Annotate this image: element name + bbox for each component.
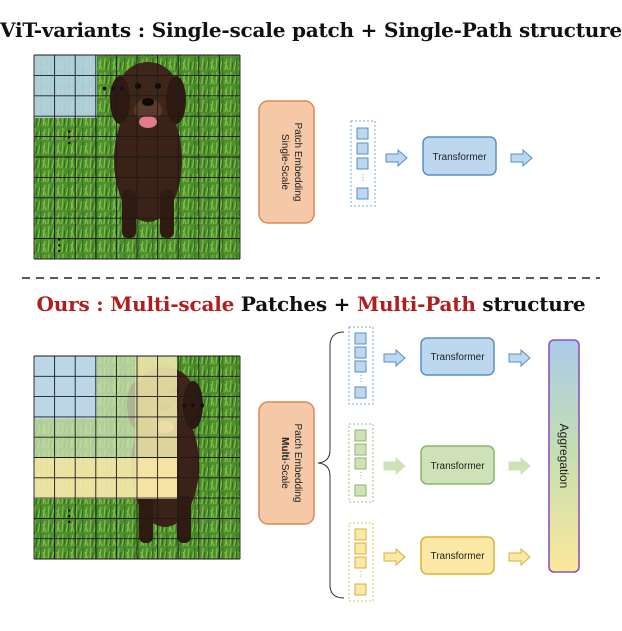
title-patches: Patches + <box>234 292 358 316</box>
embedding-label-1: Multi-Scale <box>279 437 290 489</box>
title-structure: structure <box>475 292 586 316</box>
top-image: • • • • • • • • • <box>33 54 241 260</box>
embedding-bold: Multi <box>279 437 290 461</box>
blue-patch-region <box>34 55 97 118</box>
single-scale-embedding: Single-Scale Patch Embedding <box>258 100 315 224</box>
path-green-tokens: ⋮ <box>348 423 374 503</box>
title-multiscale: Multi-scale <box>110 292 235 316</box>
svg-text:⋮: ⋮ <box>357 570 365 579</box>
transformer-label: Transformer <box>430 352 485 363</box>
title-ours: Ours : <box>36 292 111 316</box>
svg-text:⋮: ⋮ <box>357 374 365 383</box>
multi-scale-embedding: Multi-Scale Patch Embedding <box>258 401 315 525</box>
arrow-icon <box>508 348 531 368</box>
title-multipath: Multi-Path <box>357 292 476 316</box>
arrow-icon <box>385 148 408 168</box>
embedding-rest: -Scale <box>279 460 290 489</box>
transformer-yellow: Transformer <box>420 536 495 575</box>
aggregation-block: Aggregation <box>548 339 580 573</box>
transformer-blue: Transformer <box>420 337 495 376</box>
path-yellow-tokens: ⋮ <box>348 522 374 602</box>
arrow-icon <box>383 348 406 368</box>
branch-brace <box>317 331 345 599</box>
aggregation-label: Aggregation <box>557 424 571 489</box>
patch-grid <box>33 355 241 560</box>
bottom-image: • • • • • • <box>33 355 241 560</box>
transformer-label: Transformer <box>430 551 485 562</box>
svg-text:⋮: ⋮ <box>357 471 365 480</box>
top-transformer: Transformer <box>422 136 497 176</box>
ellipsis-vertical: • • • <box>64 130 74 144</box>
token-dots: ⋮ <box>359 173 367 182</box>
ellipsis-vertical: • • • <box>64 509 74 523</box>
transformer-green: Transformer <box>420 445 495 485</box>
blue-patch-region <box>34 356 97 419</box>
transformer-label: Transformer <box>430 461 485 472</box>
embedding-label-2: Patch Embedding <box>292 123 303 202</box>
ellipsis-vertical-2: • • • <box>54 238 64 252</box>
bottom-title: Ours : Multi-scale Patches + Multi-Path … <box>0 292 622 316</box>
arrow-icon <box>383 547 406 567</box>
arrow-icon <box>510 148 533 168</box>
arrow-icon <box>508 456 531 476</box>
arrow-icon <box>383 456 406 476</box>
embedding-label-2: Patch Embedding <box>292 424 303 503</box>
ellipsis-horizontal: • • • <box>182 397 205 413</box>
patch-grid <box>33 54 241 260</box>
arrow-icon <box>508 547 531 567</box>
ellipsis-horizontal: • • • <box>102 80 125 96</box>
top-title: ViT-variants : Single-scale patch + Sing… <box>0 18 622 42</box>
transformer-label: Transformer <box>432 152 487 163</box>
path-blue-tokens: ⋮ <box>348 326 374 405</box>
embedding-label-1: Single-Scale <box>279 134 290 191</box>
top-token-column: ⋮ <box>350 120 376 207</box>
